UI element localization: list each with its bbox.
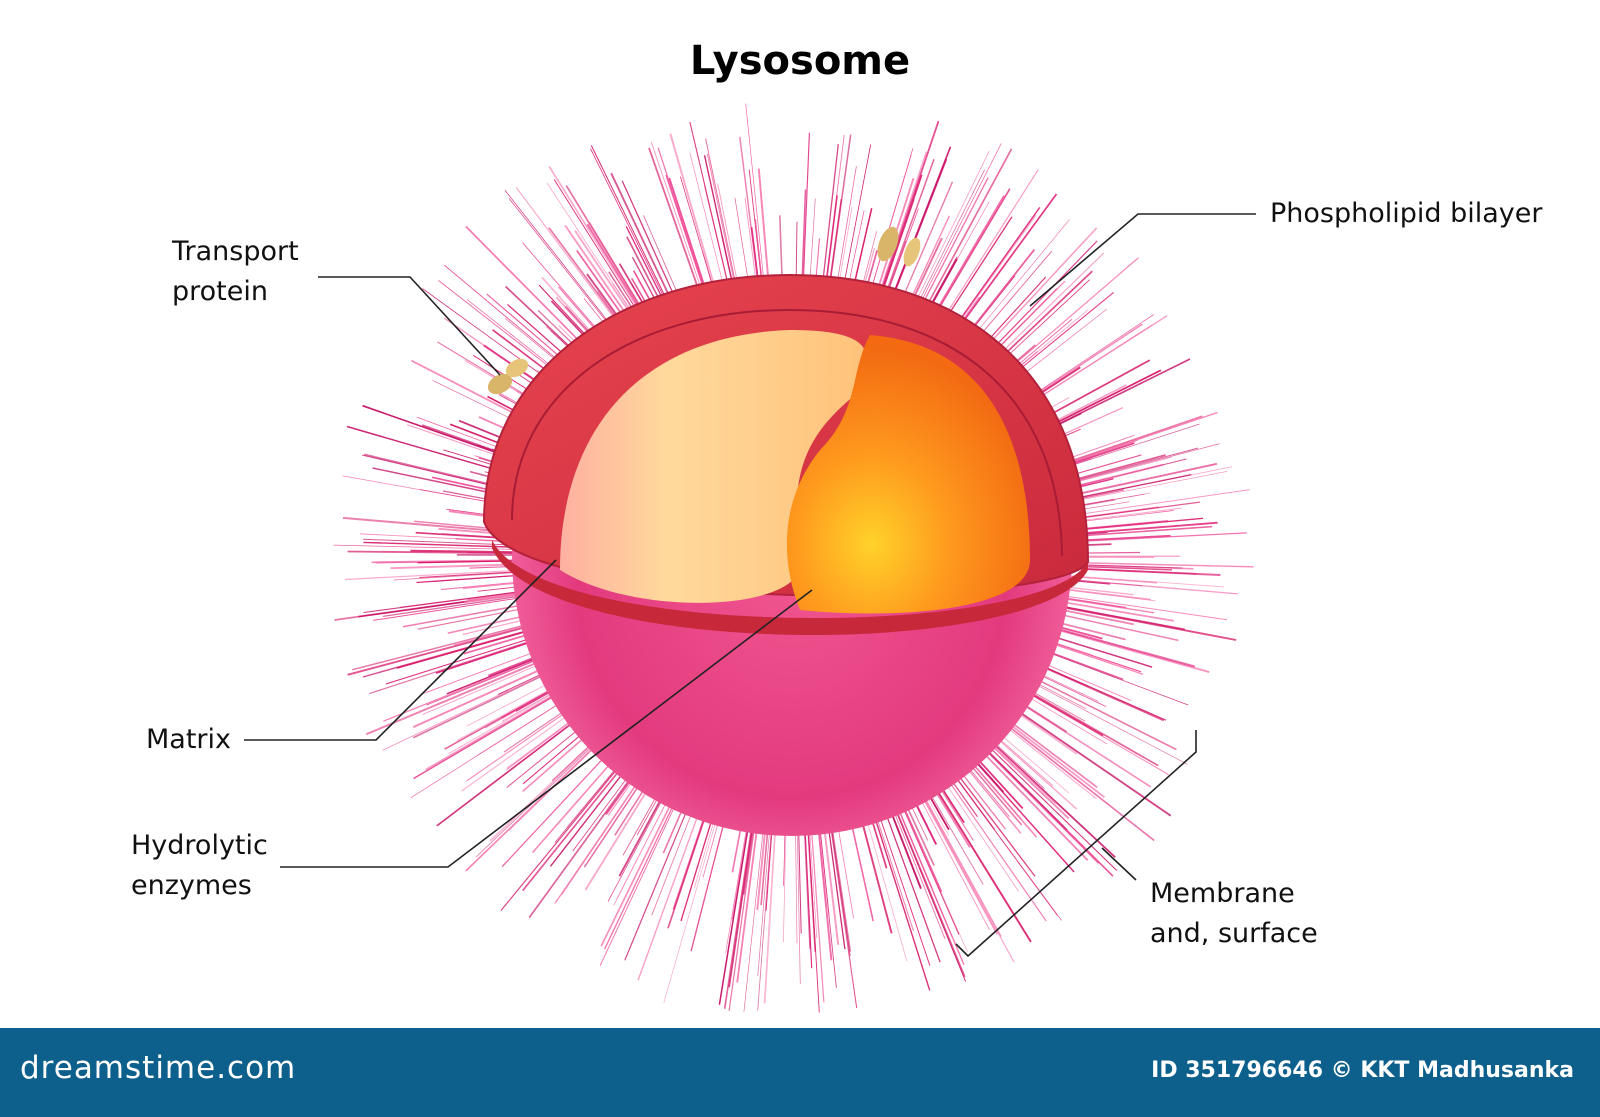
fur-spike bbox=[529, 762, 642, 917]
membrane-surface-label: Membrane and, surface bbox=[1150, 874, 1318, 954]
footer-credit: ID 351796646 © KKT Madhusanka bbox=[1151, 1058, 1574, 1083]
fur-spike bbox=[1020, 671, 1177, 750]
transport-protein-label: Transport protein bbox=[172, 232, 299, 312]
phospholipid-bilayer-label: Phospholipid bilayer bbox=[1270, 194, 1543, 234]
fur-spike bbox=[970, 739, 1088, 860]
fur-spike bbox=[352, 620, 545, 670]
fur-spike bbox=[1044, 593, 1227, 620]
transport-protein-leader bbox=[318, 277, 500, 375]
fur-spike bbox=[600, 787, 684, 966]
fur-spike bbox=[993, 714, 1155, 841]
fur-spike bbox=[345, 569, 537, 579]
hydrolytic-enzymes-label: Hydrolytic enzymes bbox=[131, 826, 268, 906]
footer-bar: dreamstime.com ID 351796646 © KKT Madhus… bbox=[0, 1028, 1600, 1117]
fur-spike bbox=[915, 780, 1001, 937]
fur-spike bbox=[869, 799, 930, 990]
fur-spike bbox=[938, 765, 1046, 921]
matrix-label: Matrix bbox=[146, 720, 231, 760]
page-title: Lysosome bbox=[0, 38, 1600, 84]
membrane-surface-leader bbox=[1102, 848, 1136, 880]
fur-spike bbox=[502, 743, 618, 867]
fur-spike bbox=[828, 808, 857, 1008]
footer-brand: dreamstime.com bbox=[20, 1050, 296, 1086]
